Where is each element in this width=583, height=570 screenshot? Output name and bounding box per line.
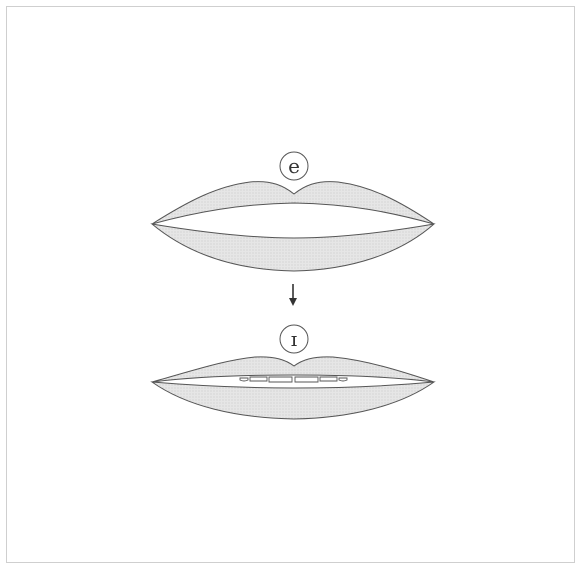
teeth bbox=[240, 377, 347, 382]
down-arrow-icon bbox=[289, 284, 297, 306]
symbol-top: e bbox=[288, 154, 300, 178]
lower-lip-bottom bbox=[152, 382, 434, 419]
mouth-top: e bbox=[152, 152, 434, 271]
symbol-bottom: ɪ bbox=[291, 327, 297, 351]
lower-lip-top bbox=[152, 224, 434, 271]
mouth-bottom: ɪ bbox=[152, 325, 434, 419]
upper-lip-top bbox=[152, 182, 434, 224]
upper-lip-bottom bbox=[152, 357, 434, 382]
